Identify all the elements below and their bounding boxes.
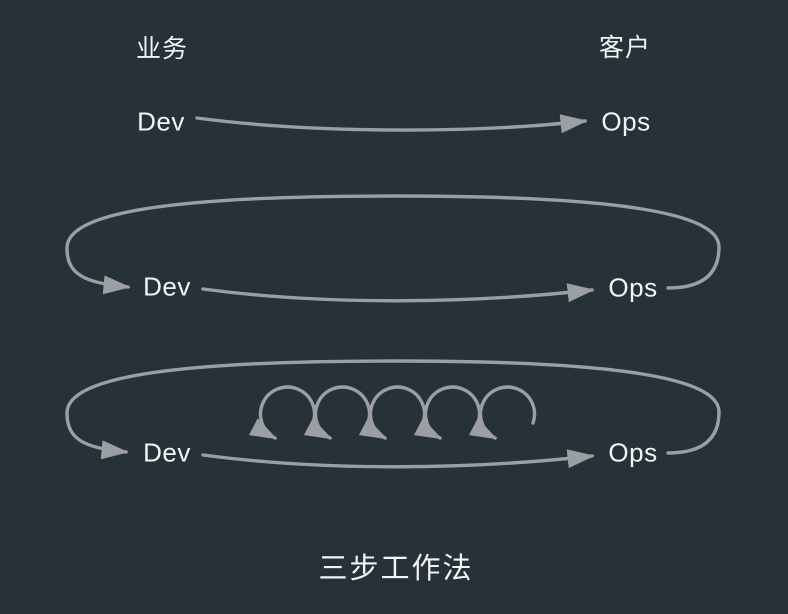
business-label: 业务	[135, 35, 189, 63]
flow3-dev-label: Dev	[143, 437, 191, 468]
iteration-loop-arrow	[303, 385, 372, 440]
flow3-feedback-loop-arrow	[65, 359, 721, 460]
diagram-caption: 三步工作法	[318, 553, 474, 585]
flow3-iteration-loops	[248, 385, 537, 440]
iteration-loop-arrow	[468, 385, 537, 440]
flow1-ops-label: Ops	[601, 106, 651, 137]
flow2-feedback-loop-arrow	[65, 194, 721, 295]
flow2-dev-label: Dev	[143, 271, 191, 302]
iteration-loop-arrow	[358, 385, 427, 440]
iteration-loop-arrow	[413, 385, 482, 440]
flow3-forward-arrow	[201, 449, 595, 469]
flow2-ops-label: Ops	[608, 272, 658, 303]
flow2-forward-arrow	[201, 283, 595, 303]
iteration-loop-arrow	[248, 385, 317, 440]
customer-label: 客户	[598, 34, 652, 62]
flow1-dev-label: Dev	[137, 106, 185, 137]
flow3-ops-label: Ops	[608, 437, 658, 468]
flow1-forward-arrow	[195, 114, 588, 134]
